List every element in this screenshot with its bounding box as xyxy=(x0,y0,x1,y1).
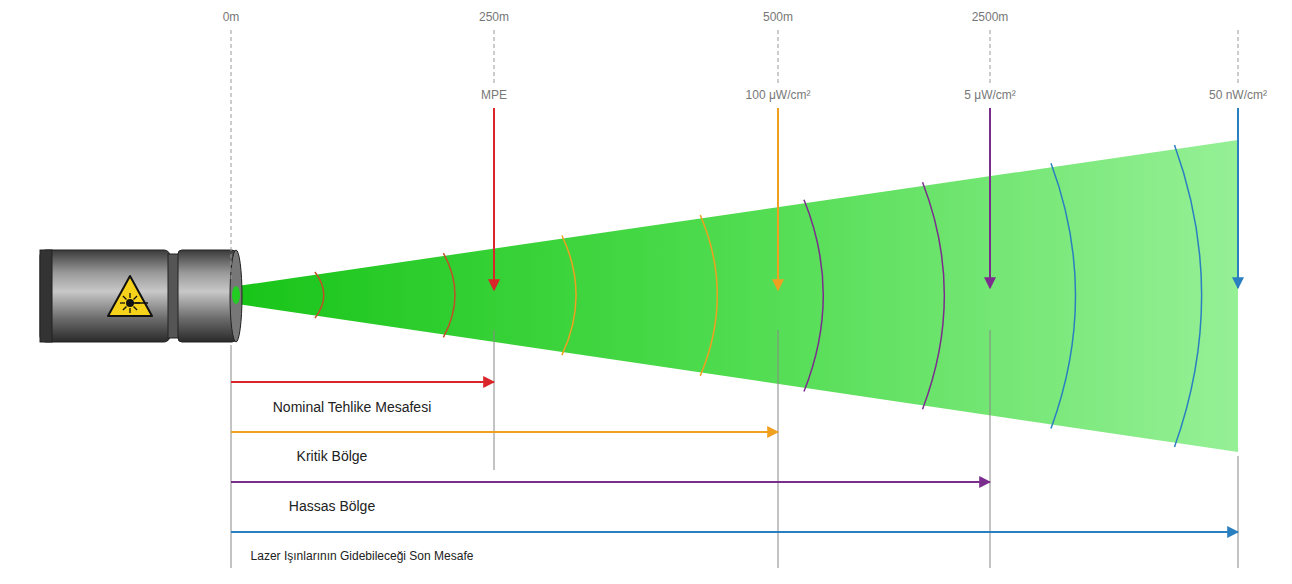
svg-part xyxy=(123,296,127,300)
wavefront-arc xyxy=(700,215,717,376)
svg-part xyxy=(230,250,242,342)
svg-part xyxy=(134,307,138,311)
distance-guide xyxy=(1238,456,1239,568)
threshold-label: 5 μW/cm² xyxy=(964,89,1016,102)
threshold-arrow xyxy=(777,108,779,290)
range-label: Lazer Işınlarının Gidebileceği Son Mesaf… xyxy=(249,550,476,563)
wavefront-arc xyxy=(1174,145,1201,447)
dashed-guide xyxy=(494,30,495,84)
range-label: Kritik Bölge xyxy=(295,449,370,464)
range-arrow xyxy=(231,381,494,383)
svg-part xyxy=(108,276,152,316)
wavefront-arc xyxy=(562,236,576,356)
range-label: Nominal Tehlike Mesafesi xyxy=(271,400,433,415)
wavefront-arc xyxy=(1051,163,1076,428)
svg-part xyxy=(232,286,240,304)
wavefront-arc xyxy=(804,200,823,392)
svg-part xyxy=(40,250,170,342)
threshold-arrow xyxy=(493,108,495,290)
dashed-guide xyxy=(778,30,779,84)
threshold-label: 100 μW/cm² xyxy=(746,89,811,102)
svg-part xyxy=(178,250,236,342)
distance-label: 2500m xyxy=(972,11,1009,24)
range-arrow xyxy=(231,481,990,483)
range-arrow xyxy=(231,531,1238,533)
laser-beam xyxy=(231,140,1238,452)
threshold-arrow xyxy=(989,108,991,288)
range-arrow xyxy=(231,431,778,433)
svg-part xyxy=(40,250,52,342)
laser-device xyxy=(40,250,242,342)
svg-part xyxy=(129,293,130,298)
threshold-arrow xyxy=(1237,108,1239,288)
wavefront-arc xyxy=(443,253,455,337)
range-label: Hassas Bölge xyxy=(287,499,377,514)
distance-guide xyxy=(231,345,232,568)
svg-part xyxy=(130,302,148,304)
wavefront-arc xyxy=(923,182,945,409)
wavefront-arc xyxy=(315,272,324,318)
svg-part xyxy=(129,308,130,313)
dashed-guide xyxy=(1238,30,1239,84)
svg-part xyxy=(134,296,138,300)
distance-guide xyxy=(494,330,495,470)
dashed-guide xyxy=(231,30,232,280)
distance-label: 250m xyxy=(479,11,509,24)
svg-part xyxy=(120,302,125,303)
dashed-guide xyxy=(990,30,991,84)
distance-label: 500m xyxy=(763,11,793,24)
threshold-label: 50 nW/cm² xyxy=(1209,89,1267,102)
distance-label: 0m xyxy=(223,11,240,24)
svg-part xyxy=(123,307,127,311)
threshold-label: MPE xyxy=(481,89,507,102)
